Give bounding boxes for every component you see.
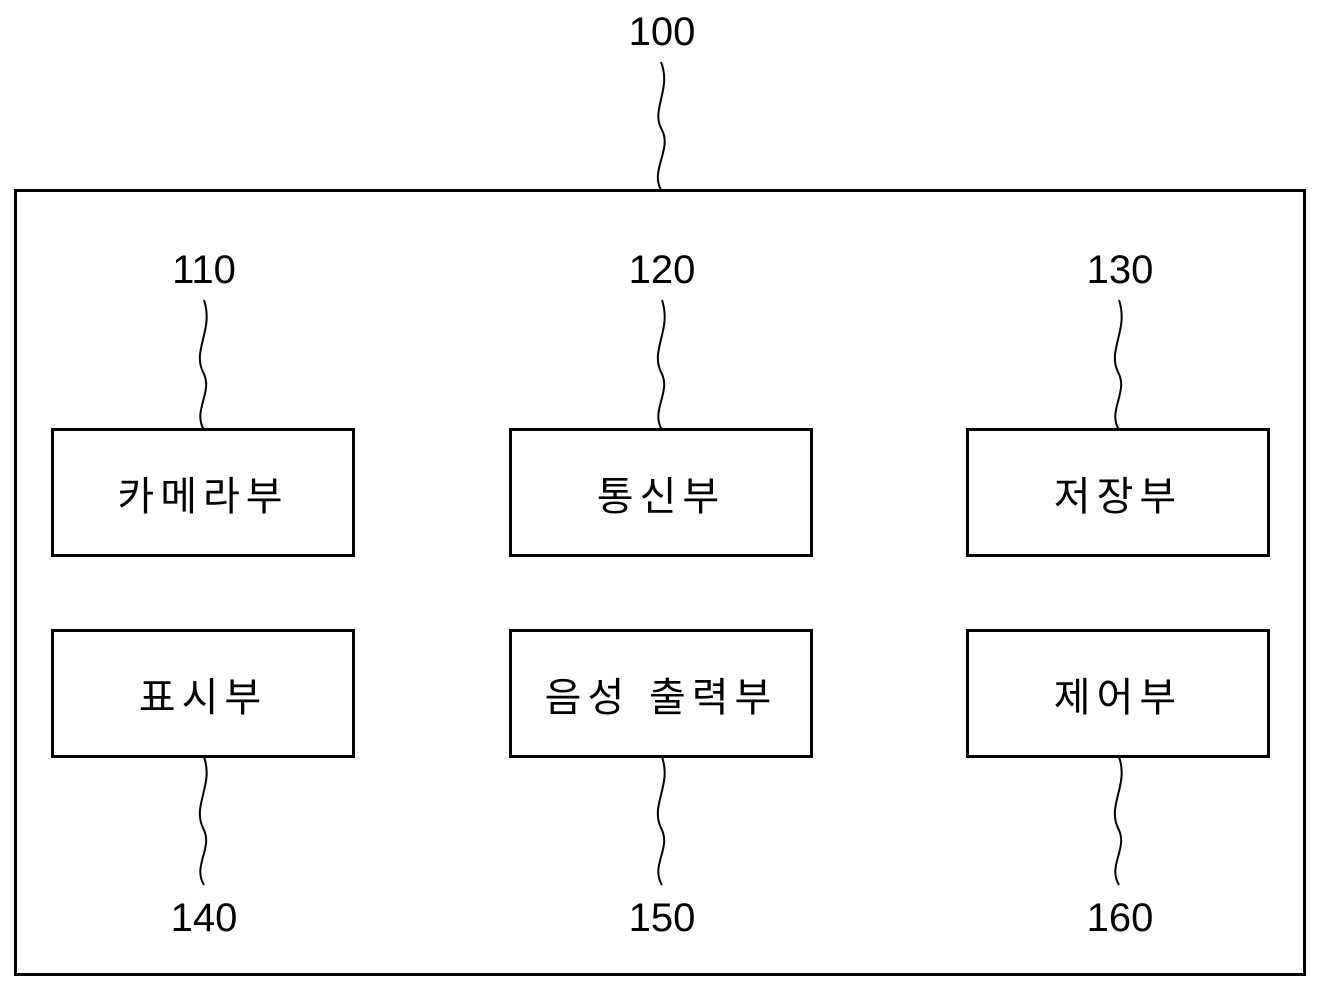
ref-number-160: 160 — [1086, 896, 1154, 940]
leader-line-110 — [198, 299, 208, 431]
block-label: 표시부 — [138, 674, 268, 721]
leader-line-150 — [656, 756, 666, 886]
ref-number-150: 150 — [628, 896, 696, 940]
ref-number-100: 100 — [628, 10, 696, 54]
block-label: 통신부 — [596, 473, 726, 520]
leader-line-160 — [1113, 756, 1123, 886]
ref-number-130: 130 — [1086, 248, 1154, 292]
block-label: 음성 출력부 — [544, 674, 778, 721]
block-camera-unit: 카메라부 — [51, 428, 355, 557]
ref-number-120: 120 — [628, 248, 696, 292]
block-audio-output-unit: 음성 출력부 — [509, 629, 813, 758]
leader-line-140 — [198, 756, 208, 886]
ref-number-110: 110 — [172, 248, 236, 292]
ref-number-140: 140 — [170, 896, 238, 940]
leader-line-120 — [656, 299, 666, 431]
block-label: 카메라부 — [117, 473, 289, 520]
block-control-unit: 제어부 — [966, 629, 1270, 758]
device-boundary — [14, 189, 1306, 976]
block-display-unit: 표시부 — [51, 629, 355, 758]
block-storage-unit: 저장부 — [966, 428, 1270, 557]
block-label: 제어부 — [1053, 674, 1183, 721]
leader-line-100 — [656, 61, 666, 191]
block-communication-unit: 통신부 — [509, 428, 813, 557]
leader-line-130 — [1113, 299, 1123, 431]
block-label: 저장부 — [1053, 473, 1183, 520]
